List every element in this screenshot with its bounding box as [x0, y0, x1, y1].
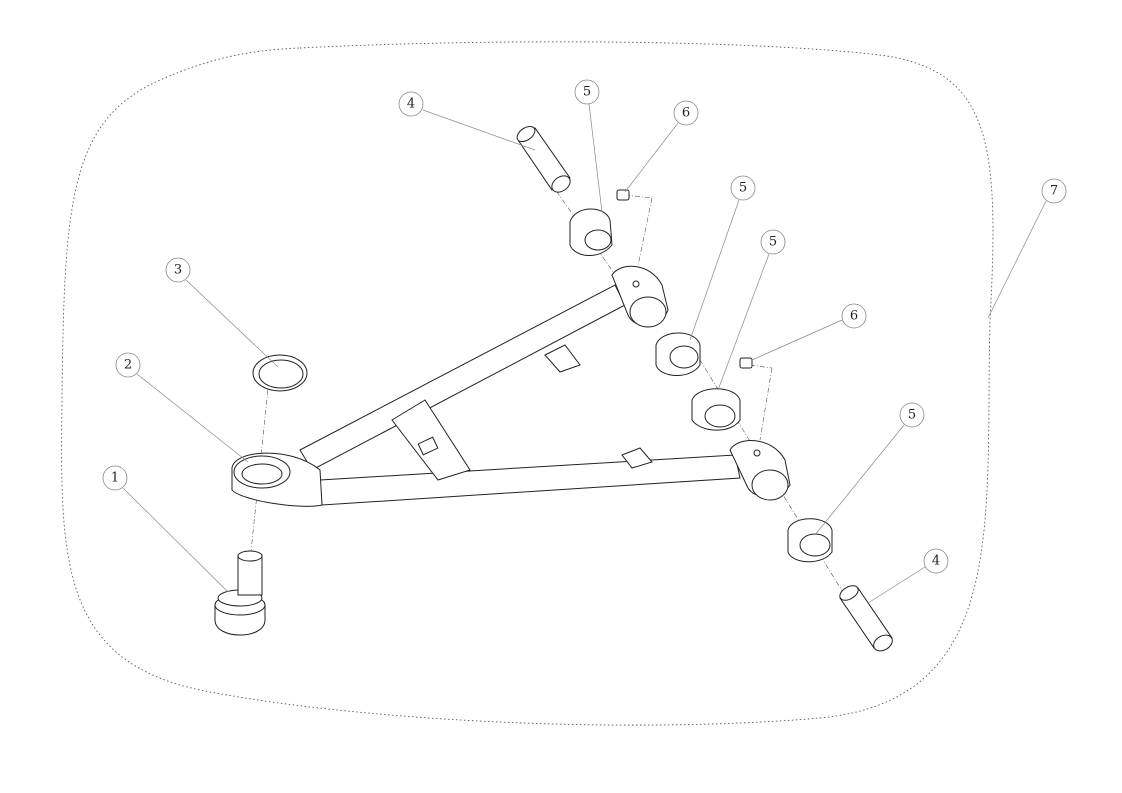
ball-joint — [214, 550, 266, 636]
callout-5: 5 — [899, 402, 925, 428]
callout-2: 2 — [115, 352, 141, 378]
callout-3: 3 — [165, 257, 191, 283]
callout-5: 5 — [574, 79, 600, 105]
callout-7: 7 — [1041, 178, 1067, 204]
callout-label: 4 — [932, 554, 940, 569]
bushings — [569, 208, 833, 563]
callout-label: 7 — [1050, 184, 1058, 199]
callout-label: 5 — [908, 408, 916, 423]
a-arm — [231, 265, 791, 507]
assembly-boundary — [61, 41, 994, 726]
callout-label: 6 — [850, 309, 858, 324]
callout-label: 5 — [583, 85, 591, 100]
snap-ring — [252, 354, 308, 392]
pivot-pin-upper — [516, 125, 571, 193]
callout-4: 4 — [923, 548, 949, 574]
callout-label: 5 — [769, 235, 777, 250]
pivot-pin-lower — [839, 585, 893, 652]
leader-lines — [122, 103, 1047, 604]
callout-5: 5 — [760, 229, 786, 255]
callout-label: 1 — [111, 471, 119, 486]
callout-label: 2 — [124, 358, 132, 373]
callout-4: 4 — [398, 91, 424, 117]
callout-6: 6 — [673, 100, 699, 126]
callout-label: 6 — [682, 106, 690, 121]
callout-label: 3 — [174, 263, 182, 278]
callout-label: 5 — [739, 181, 747, 196]
callout-5: 5 — [730, 175, 756, 201]
grease-fittings — [616, 189, 753, 369]
callout-6: 6 — [841, 303, 867, 329]
callout-label: 4 — [407, 97, 415, 112]
callout-1: 1 — [102, 465, 128, 491]
